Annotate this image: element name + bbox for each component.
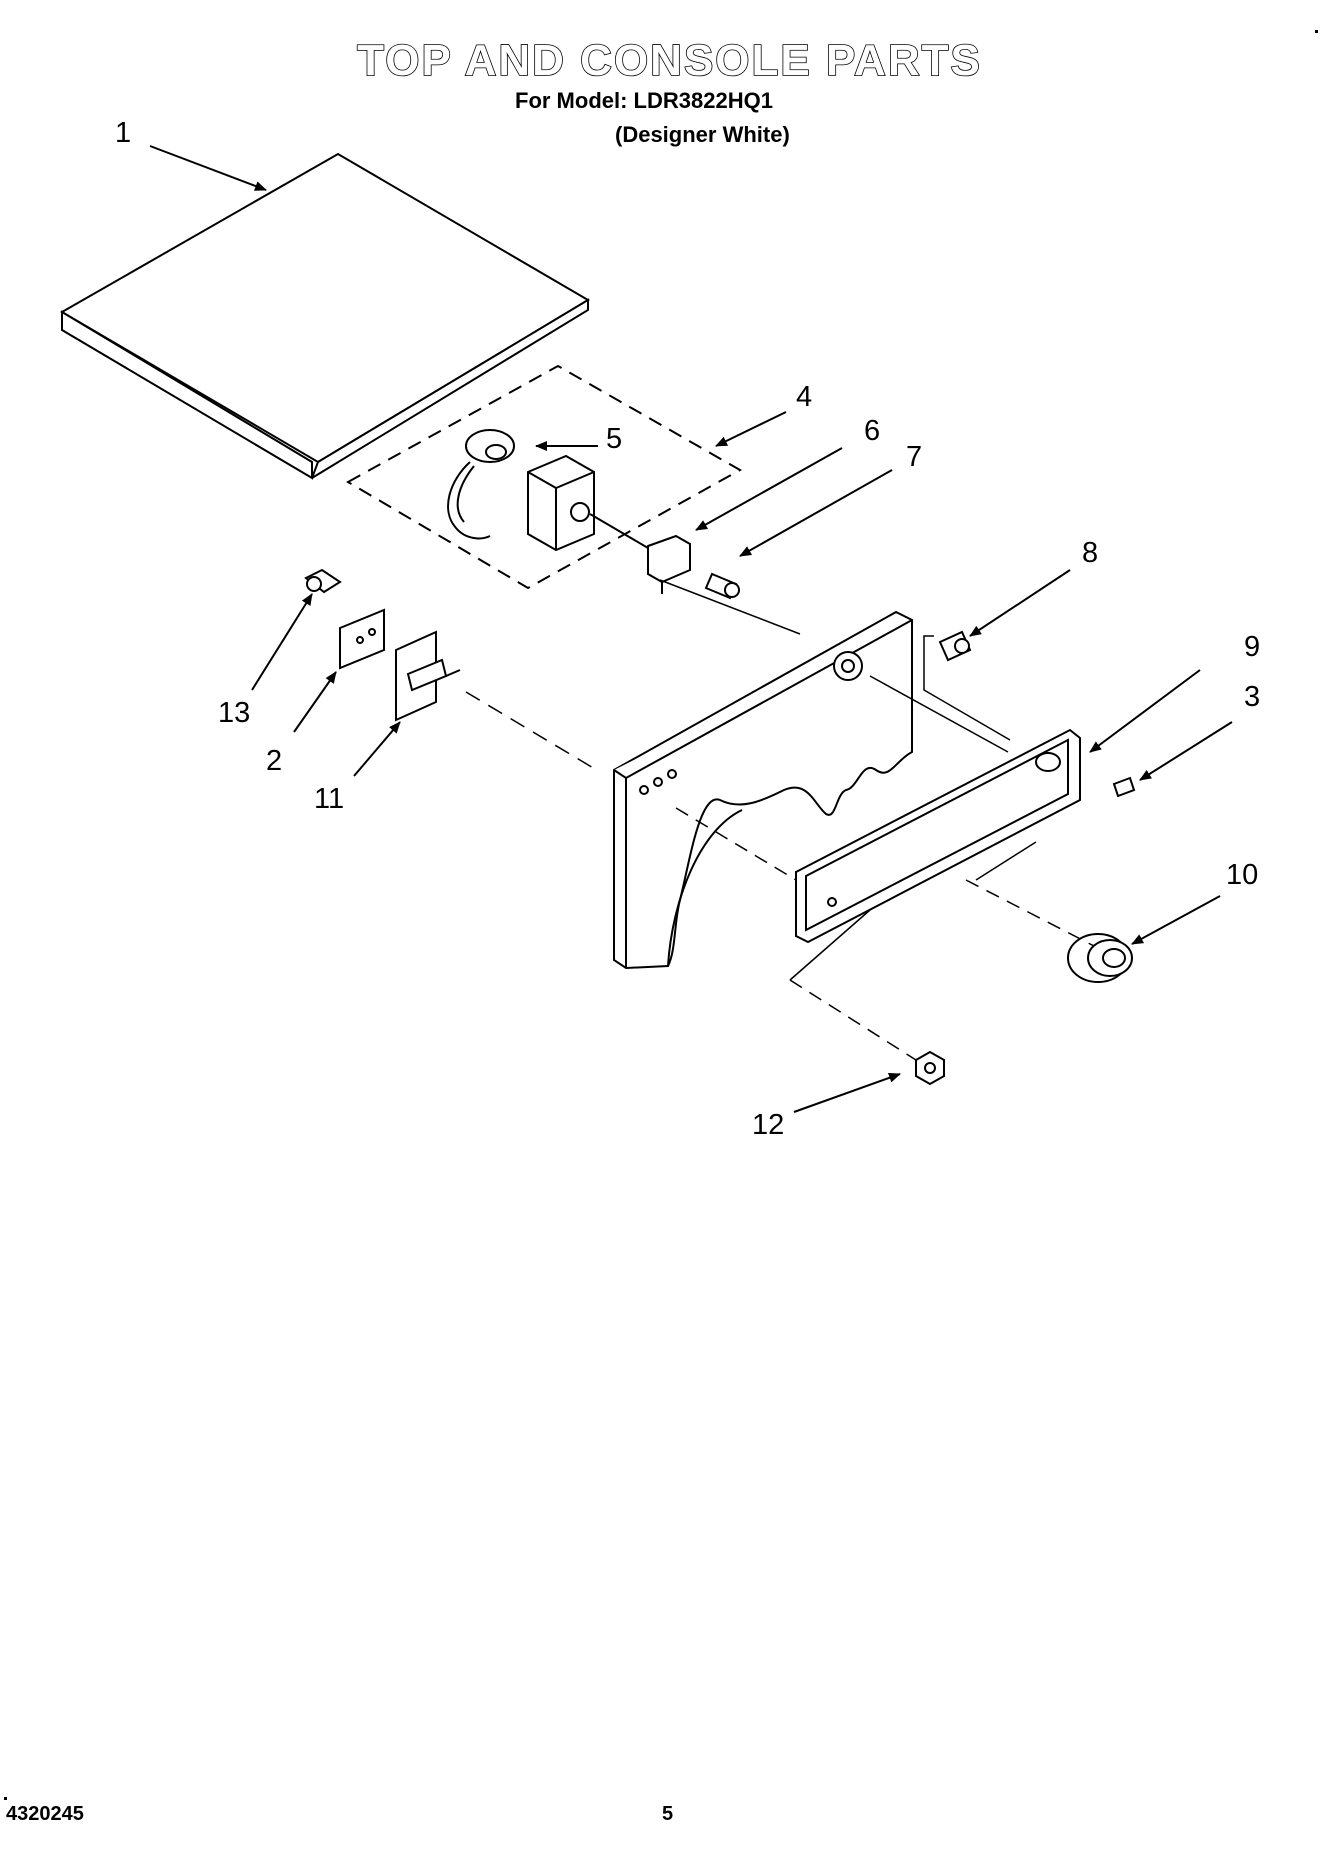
screw-part-7	[704, 572, 740, 600]
callout-9: 9	[1244, 631, 1260, 663]
color-line: (Designer White)	[615, 122, 790, 147]
wire-harness-part	[447, 429, 515, 540]
callout-10: 10	[1226, 859, 1258, 891]
connector-lines	[869, 635, 1011, 753]
top-panel-part	[60, 152, 590, 480]
bracket-part	[647, 534, 691, 594]
dashed-leader-lines	[675, 807, 1095, 1061]
centerline-6	[659, 579, 801, 635]
corner-mark	[1315, 30, 1318, 33]
screw-part-8	[938, 630, 972, 662]
hinge-part	[395, 630, 461, 722]
page-title: TOP AND CONSOLE PARTS	[356, 35, 982, 86]
callout-3: 3	[1244, 681, 1260, 713]
callout-2: 2	[266, 745, 282, 777]
model-line: For Model: LDR3822HQ1	[515, 88, 773, 113]
corner-mark-bottom	[4, 1797, 7, 1800]
callout-7: 7	[906, 441, 922, 473]
knob-part	[1067, 933, 1133, 983]
centerline-11	[465, 691, 601, 773]
mounting-plate-part	[339, 608, 385, 670]
callout-1: 1	[115, 117, 131, 149]
callout-6: 6	[864, 415, 880, 447]
callout-8: 8	[1082, 537, 1098, 569]
callout-5: 5	[606, 423, 622, 455]
screw-part-3	[1112, 776, 1136, 798]
callout-11: 11	[314, 783, 344, 815]
nut-part	[915, 1050, 945, 1086]
callout-12: 12	[752, 1109, 784, 1141]
switch-part	[527, 454, 649, 552]
control-area-dashed	[345, 364, 743, 590]
callout-arrows	[149, 145, 1233, 1113]
document-number: 4320245	[6, 1803, 84, 1825]
callout-13: 13	[218, 697, 250, 729]
page-number: 5	[662, 1803, 674, 1825]
callout-4: 4	[796, 381, 812, 413]
console-panel-part	[613, 610, 913, 970]
fascia-panel-part	[795, 728, 1081, 944]
screw-part-13	[304, 568, 342, 594]
